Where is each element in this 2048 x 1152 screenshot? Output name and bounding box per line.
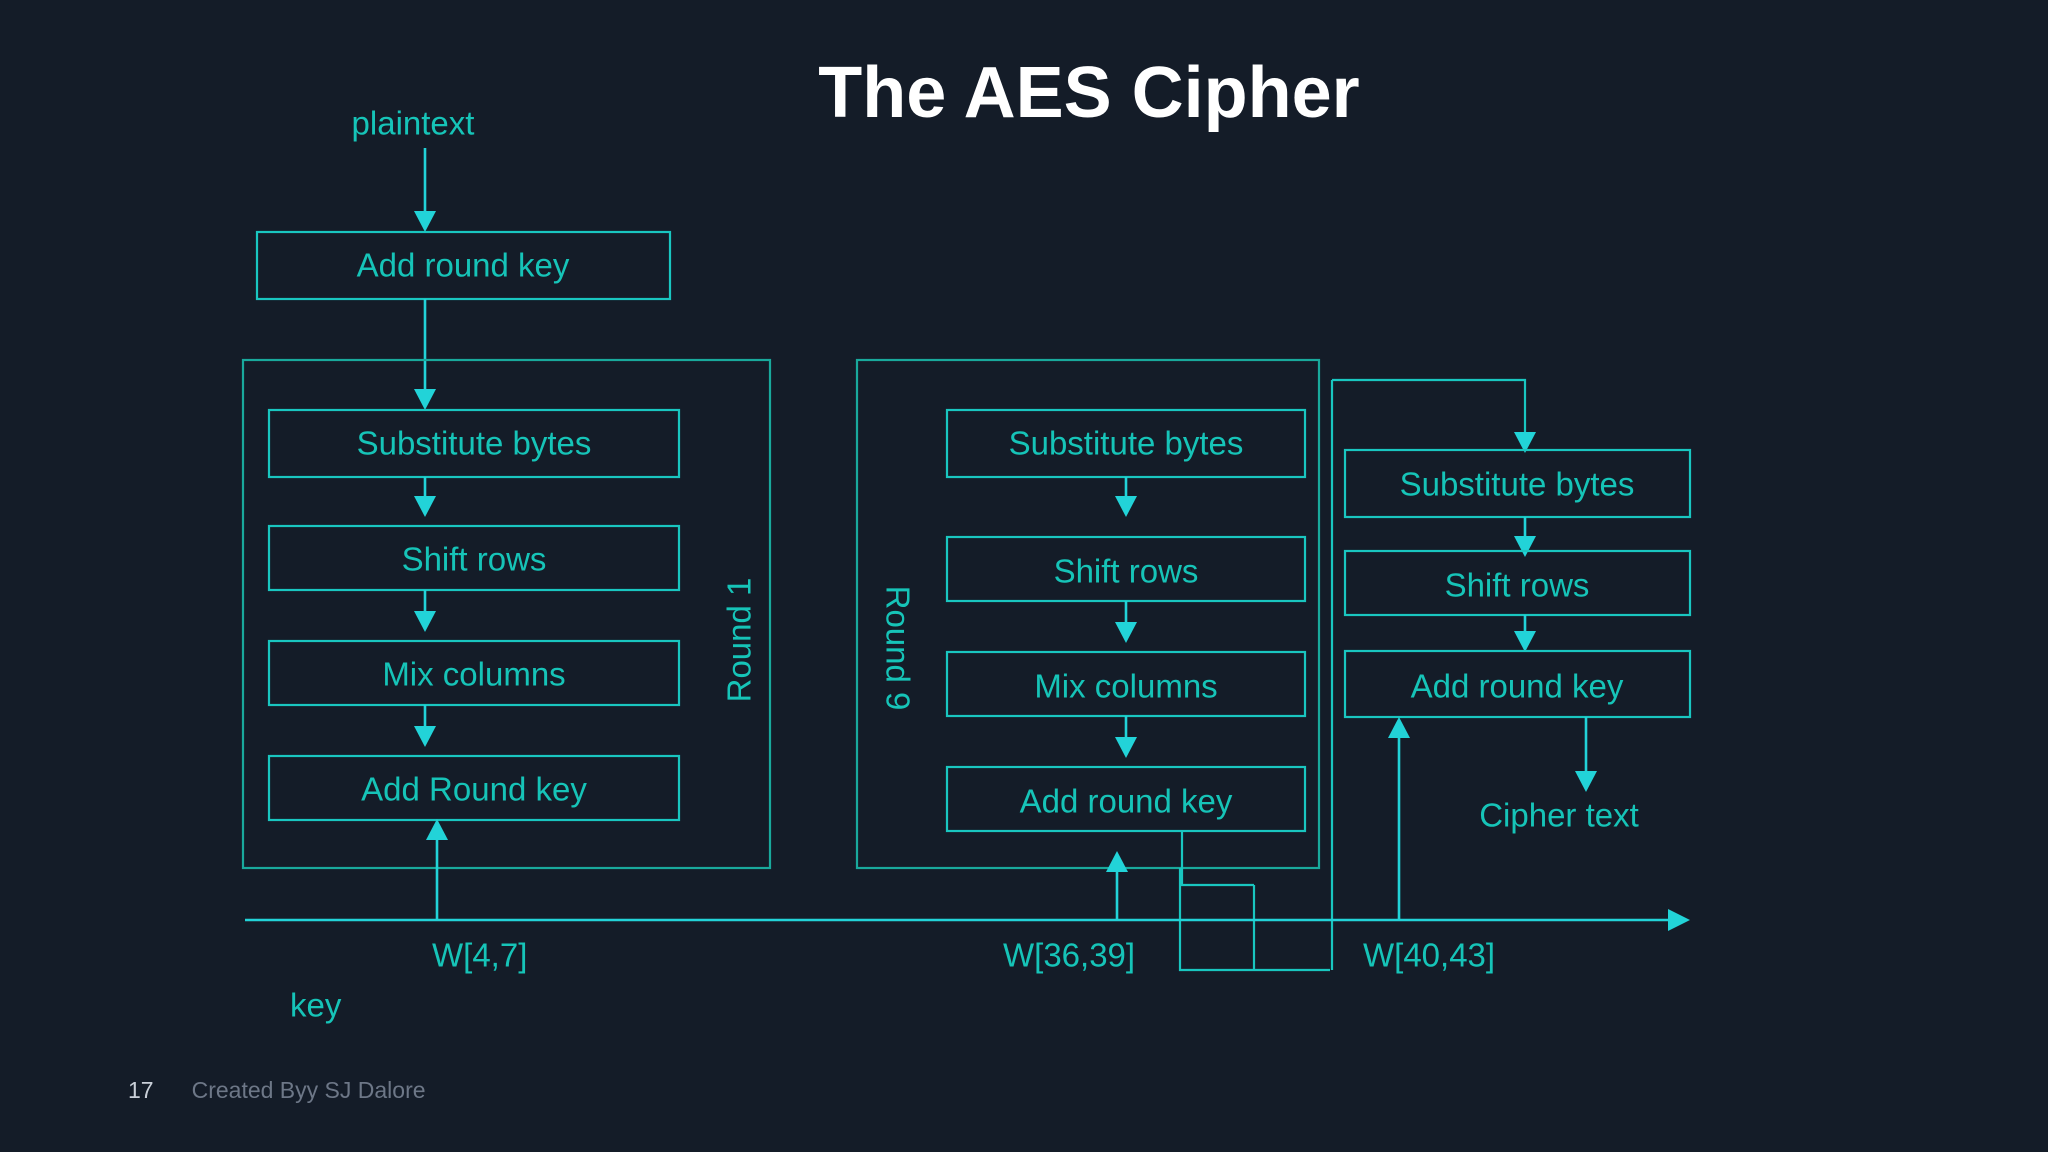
round-1-mix-columns-box[interactable] [267, 639, 681, 707]
round-9-mix-columns-label: Mix columns [1034, 668, 1217, 705]
round-9-shift-rows-label: Shift rows [1054, 553, 1199, 590]
key-label: key [290, 987, 342, 1024]
round-1-add-round-key-box[interactable] [267, 754, 681, 822]
arrow-key-to-round1-addkey [426, 819, 448, 920]
credit-text: Created Byy SJ Dalore [191, 1077, 426, 1103]
round-1-add-round-key-label: Add Round key [361, 771, 587, 808]
key-schedule-line [245, 909, 1690, 931]
final-add-round-key-box[interactable] [1343, 649, 1692, 719]
page-title: The AES Cipher [818, 53, 1360, 133]
final-add-round-key-label: Add round key [1411, 668, 1624, 705]
arrow-round9-mix-to-addkey [1115, 716, 1137, 758]
cipher-text-label: Cipher text [1479, 797, 1639, 834]
round-9-add-round-key-label: Add round key [1020, 783, 1233, 820]
plaintext-label: plaintext [352, 105, 475, 142]
final-substitute-bytes-label: Substitute bytes [1400, 466, 1635, 503]
round-1-label: Round 1 [721, 578, 758, 703]
arrow-final-sub-to-shift [1514, 517, 1536, 557]
round-9-group-box [855, 358, 1321, 870]
round-9-add-round-key-box[interactable] [945, 765, 1307, 833]
arrow-round1-sub-to-shift [414, 477, 436, 517]
page-number: 17 [128, 1077, 154, 1103]
arrow-final-shift-to-addkey [1514, 615, 1536, 652]
arrow-plaintext-to-addroundkey [414, 148, 436, 232]
key-label-w-36-39: W[36,39] [1003, 937, 1135, 974]
arrow-key-to-final-addkey [1388, 717, 1410, 920]
arrow-round9-shift-to-mix [1115, 601, 1137, 643]
round-9-output-routing [1178, 831, 1330, 972]
round-1-mix-columns-label: Mix columns [382, 656, 565, 693]
key-label-w-40-43: W[40,43] [1363, 937, 1495, 974]
routing-to-final-substitute-bytes [1332, 378, 1536, 453]
round-1-shift-rows-label: Shift rows [402, 541, 547, 578]
round-1-shift-rows-box[interactable] [267, 524, 681, 592]
round-9-label: Round 9 [879, 586, 916, 711]
round-1-substitute-bytes-box[interactable] [267, 408, 681, 479]
round-9-substitute-bytes-label: Substitute bytes [1009, 425, 1244, 462]
arrow-key-to-round9-addkey [1106, 851, 1128, 920]
arrow-initial-to-round1-sub [414, 299, 436, 410]
round-1-group-box [241, 358, 772, 870]
arrow-round9-sub-to-shift [1115, 477, 1137, 517]
arrow-final-addkey-to-ciphertext [1575, 717, 1597, 792]
final-shift-rows-box[interactable] [1343, 549, 1692, 617]
arrow-round1-mix-to-addkey [414, 705, 436, 747]
initial-add-round-key-box[interactable] [255, 230, 672, 301]
final-substitute-bytes-box[interactable] [1343, 448, 1692, 519]
final-shift-rows-label: Shift rows [1445, 567, 1590, 604]
round-1-substitute-bytes-label: Substitute bytes [357, 425, 592, 462]
slide-footer: 17 Created Byy SJ Dalore [128, 1077, 426, 1104]
key-label-w-4-7: W[4,7] [432, 937, 527, 974]
arrow-round1-shift-to-mix [414, 590, 436, 632]
initial-add-round-key-label: Add round key [357, 247, 570, 284]
